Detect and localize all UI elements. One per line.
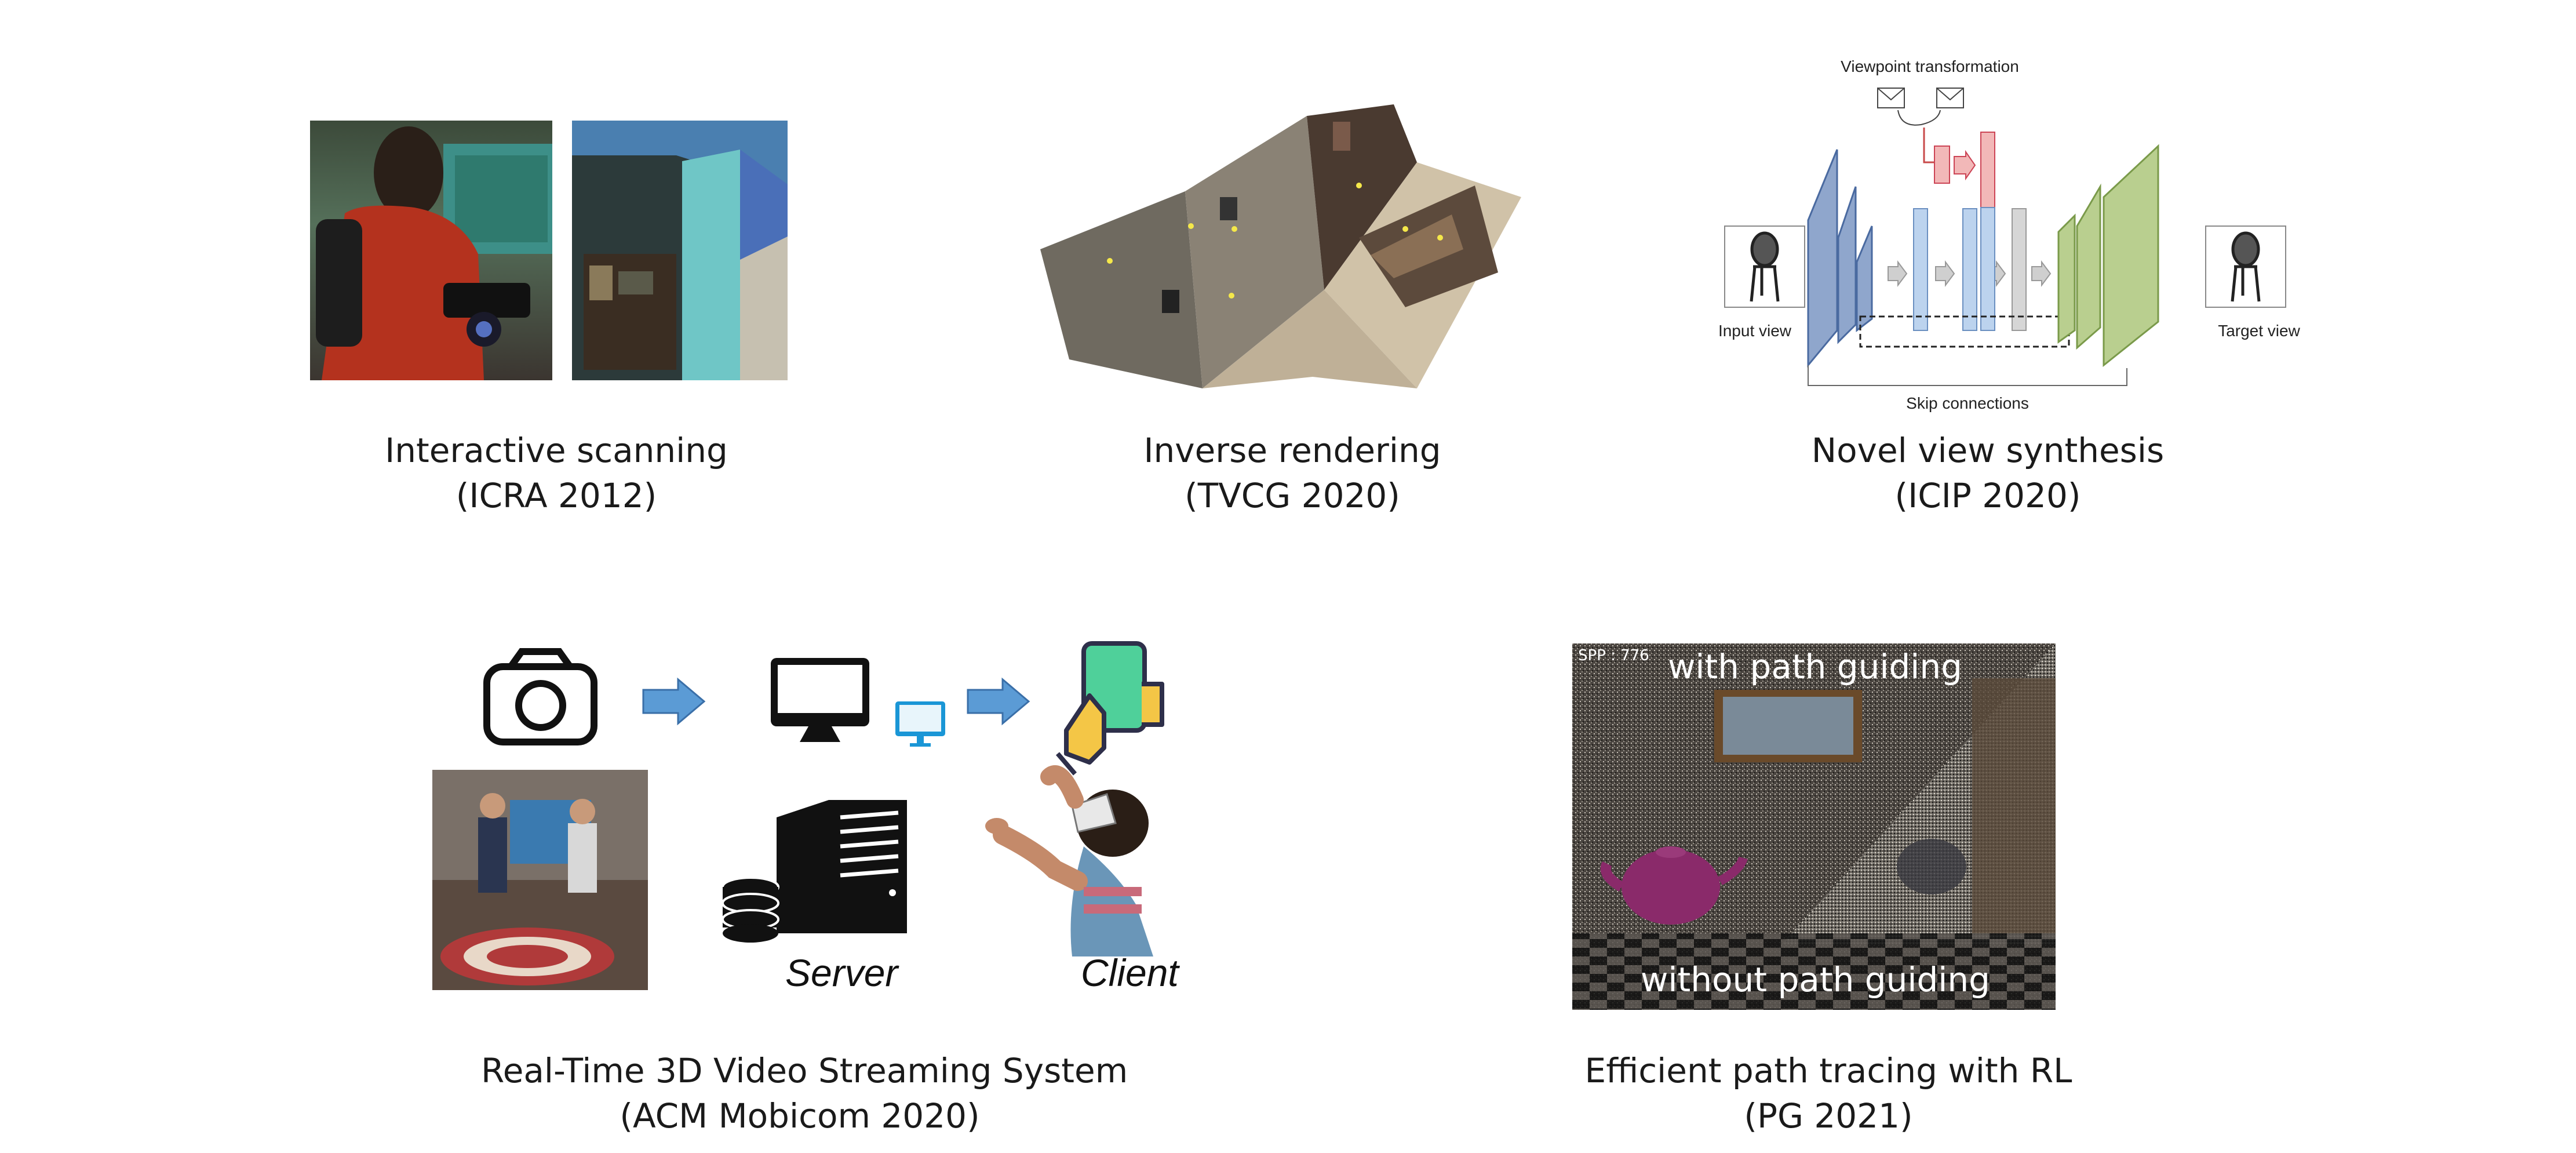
project-title: Real-Time 3D Video Streaming System	[481, 1051, 1128, 1090]
spp-counter: SPP : 776	[1578, 647, 1649, 664]
desktop-monitor-icon	[771, 658, 869, 742]
server-database-icon	[722, 800, 907, 943]
decoder-block	[2076, 183, 2101, 350]
client-label: Client	[1081, 951, 1179, 994]
caption-video-streaming: Real-Time 3D Video Streaming System (ACM…	[481, 1048, 1128, 1139]
server-label: Server	[785, 951, 898, 994]
streaming-system-diagram: Server Client	[423, 632, 1200, 1009]
project-venue: (ICRA 2012)	[456, 476, 657, 515]
caption-interactive-scanning: Interactive scanning (ICRA 2012)	[325, 428, 788, 518]
latent-block	[1962, 208, 1977, 331]
project-title: Interactive scanning	[385, 431, 728, 470]
streaming-photo-people	[432, 770, 648, 990]
project-venue: (ACM Mobicom 2020)	[620, 1096, 980, 1136]
input-view-label: Input view	[1718, 322, 1792, 340]
target-view-label: Target view	[2218, 322, 2300, 340]
transform-block	[1934, 146, 1950, 184]
teapot-guided	[1622, 849, 1720, 925]
project-venue: (TVCG 2020)	[1185, 476, 1400, 515]
camera-icon	[483, 648, 597, 745]
project-title: Novel view synthesis	[1811, 431, 2165, 470]
encoder-block	[1807, 149, 1838, 368]
transform-branch	[1923, 128, 1934, 163]
transform-block	[1980, 132, 1995, 208]
project-venue: (PG 2021)	[1744, 1096, 1913, 1136]
interactive-scanning-photo-person	[310, 121, 552, 380]
inverse-rendering-3d-room-render	[1034, 99, 1527, 406]
decoder-block	[2103, 144, 2159, 368]
client-vr-user-photo	[985, 765, 1153, 956]
viewpoint-transformation-label: Viewpoint transformation	[1841, 57, 2019, 75]
without-path-guiding-label: without path guiding	[1641, 960, 1990, 999]
project-title: Inverse rendering	[1143, 431, 1441, 470]
chair-icon	[1750, 231, 1780, 302]
interactive-scanning-photo-room	[572, 121, 788, 380]
novel-view-synthesis-diagram: Viewpoint transformation Input view	[1704, 52, 2318, 423]
caption-novel-view-synthesis: Novel view synthesis (ICIP 2020)	[1756, 428, 2220, 518]
arrow-right-icon	[967, 677, 1030, 726]
latent-block	[2012, 208, 2027, 331]
encoder-block	[1856, 225, 1873, 333]
teapot-unguided	[1897, 839, 1966, 894]
skip-connections-label: Skip connections	[1906, 394, 2029, 412]
caption-path-tracing: Efficient path tracing with RL (PG 2021)	[1553, 1048, 2104, 1139]
viewpoint-icon	[1877, 88, 1964, 126]
caption-inverse-rendering: Inverse rendering (TVCG 2020)	[1061, 428, 1524, 518]
latent-block	[1913, 208, 1928, 331]
decoder-block	[2057, 213, 2076, 344]
smartphone-icon	[1055, 641, 1164, 776]
with-path-guiding-label: with path guiding	[1668, 647, 1962, 686]
project-venue: (ICIP 2020)	[1894, 476, 2081, 515]
latent-block	[1980, 207, 1995, 331]
chair-icon	[2231, 231, 2261, 302]
arrow-right-icon	[642, 677, 706, 726]
project-title: Efficient path tracing with RL	[1584, 1051, 2072, 1090]
encoder-block	[1837, 186, 1857, 344]
small-monitor-icon	[895, 701, 945, 747]
path-tracing-render: SPP : 776 with path guiding without path…	[1572, 643, 2056, 1010]
